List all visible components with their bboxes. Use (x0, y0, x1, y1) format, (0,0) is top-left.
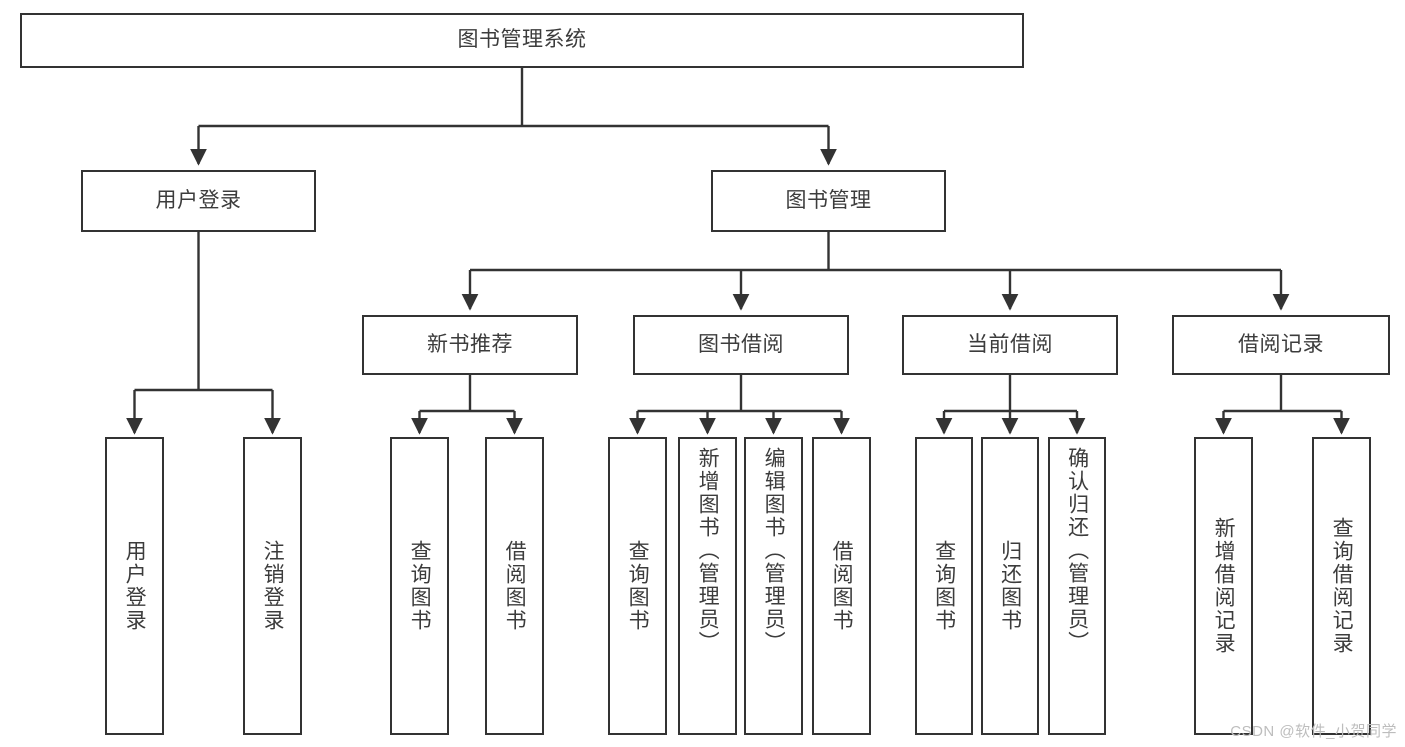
node-leaf-11[interactable]: 新增借阅记录 (1194, 437, 1253, 735)
node-leaf-9-label: 归还图书 (998, 540, 1022, 632)
node-leaf-3-label: 借阅图书 (503, 540, 527, 632)
node-leaf-12[interactable]: 查询借阅记录 (1312, 437, 1371, 735)
node-level2-1[interactable]: 图书借阅 (633, 315, 849, 375)
node-leaf-8-label: 查询图书 (932, 540, 956, 632)
node-leaf-6[interactable]: 编辑图书（管理员） (744, 437, 803, 735)
node-level2-3-label: 借阅记录 (1238, 332, 1324, 356)
node-level1-1[interactable]: 图书管理 (711, 170, 946, 232)
node-level1-1-label: 图书管理 (785, 188, 872, 212)
node-level1-0[interactable]: 用户登录 (81, 170, 316, 232)
node-leaf-5-label: 新增图书（管理员） (696, 447, 720, 654)
node-leaf-7-label: 借阅图书 (830, 540, 854, 632)
node-level1-0-label: 用户登录 (155, 188, 242, 212)
node-leaf-3[interactable]: 借阅图书 (485, 437, 544, 735)
node-leaf-2[interactable]: 查询图书 (390, 437, 449, 735)
node-leaf-7[interactable]: 借阅图书 (812, 437, 871, 735)
node-leaf-4-label: 查询图书 (626, 540, 650, 632)
csdn-watermark: CSDN @软件_小贺同学 (1230, 723, 1397, 740)
node-level2-2-label: 当前借阅 (967, 332, 1053, 356)
node-root-system[interactable]: 图书管理系统 (20, 13, 1024, 68)
node-level2-3[interactable]: 借阅记录 (1172, 315, 1390, 375)
node-leaf-1[interactable]: 注销登录 (243, 437, 302, 735)
node-root-system-label: 图书管理系统 (457, 28, 587, 52)
node-leaf-0-label: 用户登录 (123, 540, 147, 632)
node-level2-2[interactable]: 当前借阅 (902, 315, 1118, 375)
node-leaf-5[interactable]: 新增图书（管理员） (678, 437, 737, 735)
node-leaf-1-label: 注销登录 (261, 540, 285, 632)
node-leaf-12-label: 查询借阅记录 (1330, 517, 1354, 655)
node-leaf-2-label: 查询图书 (408, 540, 432, 632)
node-leaf-11-label: 新增借阅记录 (1212, 517, 1236, 655)
node-leaf-9[interactable]: 归还图书 (981, 437, 1039, 735)
node-leaf-6-label: 编辑图书（管理员） (762, 447, 786, 654)
node-leaf-10[interactable]: 确认归还（管理员） (1048, 437, 1106, 735)
node-leaf-4[interactable]: 查询图书 (608, 437, 667, 735)
node-leaf-10-label: 确认归还（管理员） (1065, 447, 1089, 654)
node-leaf-8[interactable]: 查询图书 (915, 437, 973, 735)
node-leaf-0[interactable]: 用户登录 (105, 437, 164, 735)
node-level2-0[interactable]: 新书推荐 (362, 315, 578, 375)
node-level2-1-label: 图书借阅 (698, 332, 784, 356)
node-level2-0-label: 新书推荐 (427, 332, 513, 356)
